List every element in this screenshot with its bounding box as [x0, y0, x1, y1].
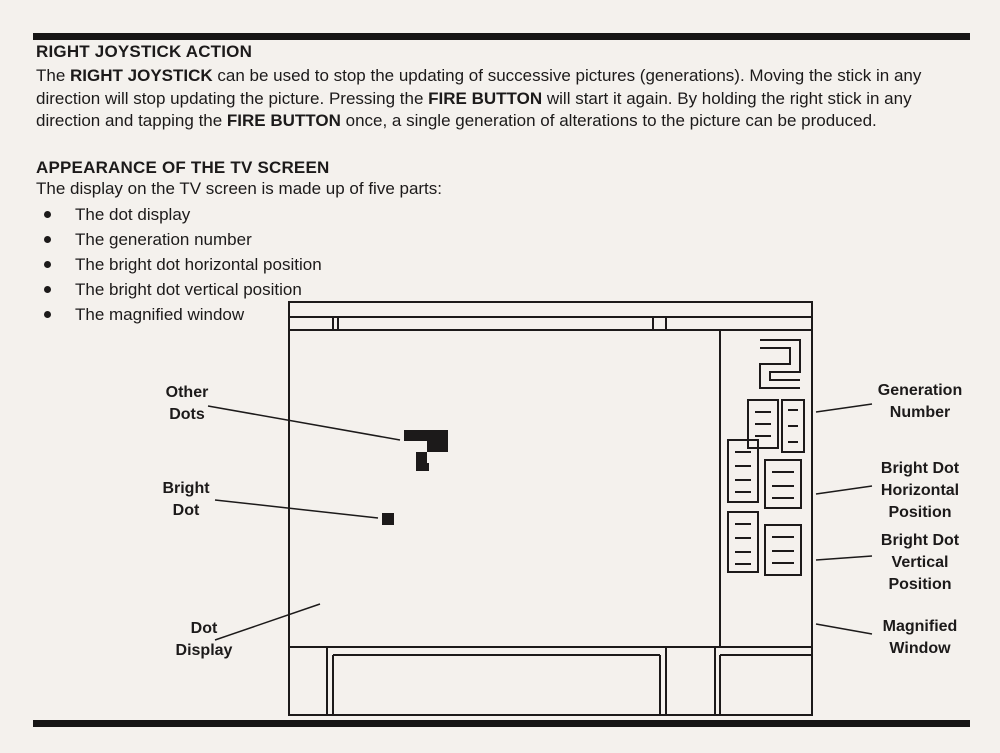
bullet-icon [44, 236, 51, 243]
label-vertical-position: Bright Dot Vertical Position [880, 532, 960, 593]
list-item: The bright dot horizontal position [40, 252, 322, 277]
label-bright-dot: Bright Dot [162, 480, 210, 519]
label-horizontal-position: Bright Dot Horizontal Position [880, 460, 960, 521]
top-rule [33, 33, 970, 40]
heading-right-joystick-action: RIGHT JOYSTICK ACTION [36, 42, 253, 61]
callout-lines [207, 403, 873, 641]
bullet-icon [44, 311, 51, 318]
list-item: The generation number [40, 227, 322, 252]
other-dots-cluster [404, 430, 448, 471]
bright-dot [382, 513, 394, 525]
label-generation-number: Generation Number [877, 382, 963, 421]
generation-number-digits [747, 339, 805, 453]
vertical-position-digits [727, 511, 802, 576]
section-right-joystick: RIGHT JOYSTICK ACTION The RIGHT JOYSTICK… [36, 42, 971, 133]
bullet-icon [44, 286, 51, 293]
label-magnified-window: Magnified Window [882, 618, 958, 657]
list-item: The magnified window [40, 302, 322, 327]
label-other-dots: Other Dots [165, 384, 209, 423]
top-bar [288, 316, 813, 331]
parts-list: The dot display The generation number Th… [40, 202, 322, 327]
section-tv-screen: APPEARANCE OF THE TV SCREEN The display … [36, 158, 971, 199]
intro-five-parts: The display on the TV screen is made up … [36, 179, 443, 198]
list-item: The dot display [40, 202, 322, 227]
heading-appearance-tv-screen: APPEARANCE OF THE TV SCREEN [36, 158, 330, 177]
list-item: The bright dot vertical position [40, 277, 322, 302]
screen-frame [288, 301, 813, 716]
bullet-icon [44, 261, 51, 268]
paragraph-right-joystick: The RIGHT JOYSTICK can be used to stop t… [36, 66, 922, 130]
label-dot-display: Dot Display [175, 620, 233, 659]
horizontal-position-digits [727, 439, 802, 509]
bottom-rule [33, 720, 970, 727]
magnified-window-frame [288, 646, 813, 716]
bullet-icon [44, 211, 51, 218]
